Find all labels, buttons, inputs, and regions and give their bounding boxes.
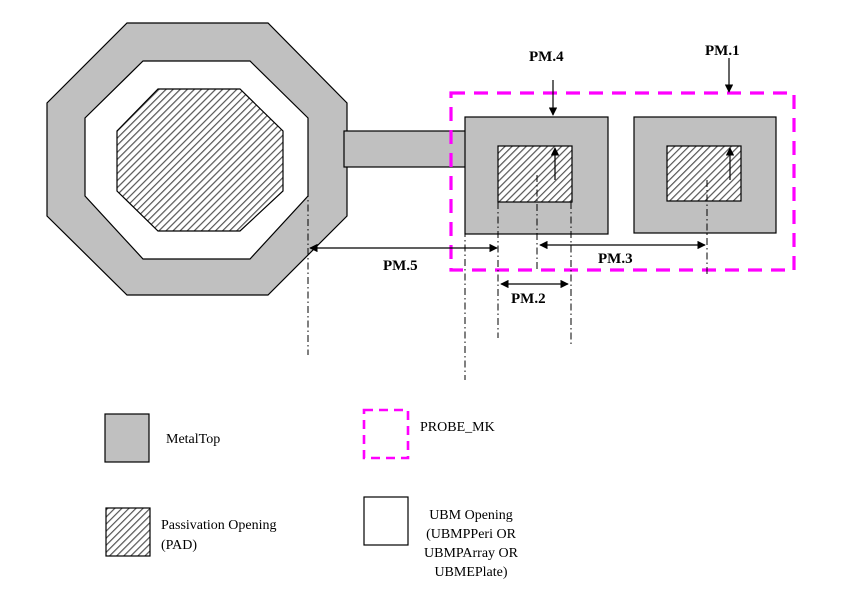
label-pm5: PM.5	[383, 258, 418, 274]
legend-label-metal-top: MetalTop	[166, 432, 220, 447]
probe-pad-1	[464, 116, 609, 235]
label-pm3: PM.3	[598, 251, 633, 267]
probe-pad-1-passivation	[497, 145, 573, 203]
label-pm2: PM.2	[511, 291, 546, 307]
legend-label-probe-mk: PROBE_MK	[420, 420, 495, 435]
legend-item-passivation: Passivation Opening (PAD)	[105, 507, 277, 557]
label-pm4: PM.4	[529, 49, 564, 65]
legend-label-passivation-line1: Passivation Opening	[161, 518, 277, 533]
legend-item-metal-top: MetalTop	[104, 413, 220, 463]
legend-label-ubm-line1: UBM Opening	[429, 508, 513, 523]
legend-label-ubm-line4: UBMEPlate)	[434, 565, 507, 580]
legend-label-ubm-line2: (UBMPPeri OR	[426, 527, 517, 542]
legend-item-ubm: UBM Opening (UBMPPeri OR UBMPArray OR UB…	[363, 496, 519, 580]
reference-lines	[307, 175, 708, 380]
legend-swatch-ubm	[363, 496, 409, 546]
legend-item-probe-mk: PROBE_MK	[362, 408, 495, 460]
legend-label-ubm-line3: UBMPArray OR	[424, 546, 519, 561]
probe-marker-region	[449, 91, 796, 272]
label-pm1: PM.1	[705, 43, 740, 59]
legend-swatch-probe-mk	[362, 408, 410, 460]
legend-label-passivation-line2: (PAD)	[161, 538, 197, 553]
legend: MetalTop Passivation Opening (PAD) PROBE…	[104, 408, 519, 580]
octagon-pad	[46, 22, 348, 296]
octagon-passivation-opening	[116, 88, 284, 232]
connector-metal	[343, 130, 467, 168]
probe-pad-2	[633, 116, 777, 234]
legend-swatch-metal-top	[104, 413, 150, 463]
legend-swatch-passivation	[105, 507, 151, 557]
